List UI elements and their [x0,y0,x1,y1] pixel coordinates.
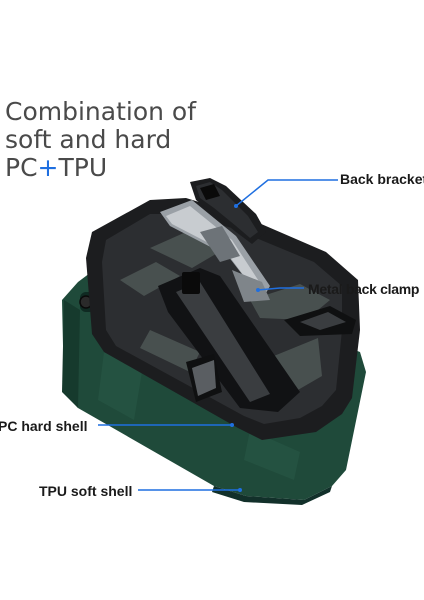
back-bracket-image [190,178,266,244]
metal-back-clamp-image [160,200,270,302]
headline-line-2: soft and hard [5,125,172,154]
headline-line-1: Combination of [5,97,197,126]
pc-hard-shell-image [86,198,360,440]
callout-back-bracket: Back bracket [340,171,424,187]
headline-pc: PC [5,153,38,182]
headline: Combination of soft and hard PC+TPU [5,98,196,182]
leader-metal-back-clamp [257,287,304,291]
headline-line-3: PC+TPU [5,154,196,182]
callout-metal-back-clamp: Metal back clamp [308,281,420,297]
callout-leader-lines [98,179,338,491]
leader-back-bracket [235,179,338,207]
callout-pc-hard-shell: PC hard shell [0,418,88,434]
headline-plus: + [37,153,59,182]
leader-endpoints [230,204,260,492]
callout-tpu-soft-shell: TPU soft shell [39,483,133,499]
headline-tpu: TPU [58,153,108,182]
